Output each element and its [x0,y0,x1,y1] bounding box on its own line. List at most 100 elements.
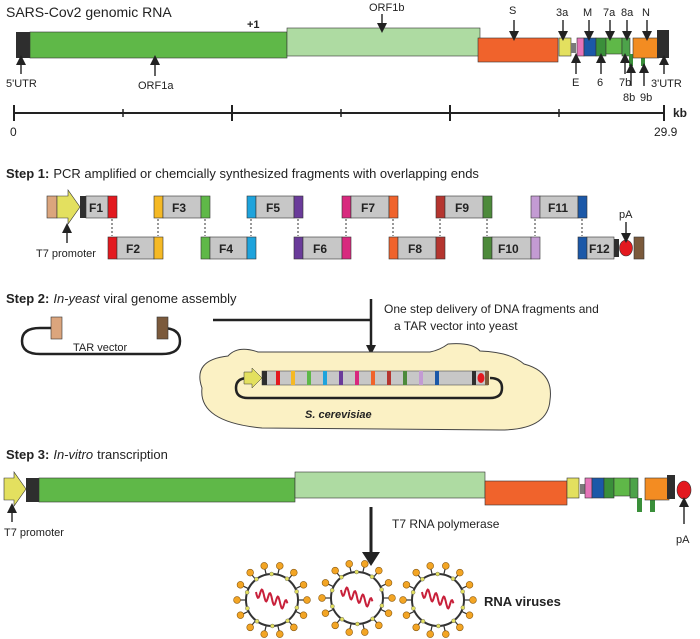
f10-overlap-right [530,236,541,260]
f6-overlap-left [293,236,304,260]
f6-overlap-right [341,236,352,260]
tar-overlap-right [633,236,645,260]
orf1a-label: ORF1a [138,80,174,92]
tar-vector-hook-right [156,316,169,340]
step3-m [591,477,605,499]
pa-label: pA [619,209,633,221]
step3-m-pink [584,477,593,499]
step3-utr3 [667,475,675,499]
orf1a-block [29,31,288,59]
orf7a-label: 7a [603,7,616,19]
t7-promoter-label: T7 promoter [36,248,96,260]
utr3-label: 3'UTR [651,78,682,90]
fragment-f11-label: F11 [548,201,568,215]
fragment-f5-label: F5 [266,201,280,215]
f5-overlap-left [246,195,257,219]
step3-orf9b [650,498,655,512]
delivery-text-1: One step delivery of DNA fragments and [384,302,599,316]
tar-vector-loop [20,326,182,356]
polymerase-arrow-head [362,552,380,566]
virus-particle-3 [399,562,477,638]
s-label: S [509,5,516,17]
e-label: E [572,77,579,89]
f2-overlap-right [153,236,164,260]
kb-scale: 0 29.9 kb [10,105,687,139]
fragment-f7-label: F7 [361,201,375,215]
utr3-block [657,30,669,58]
fragment-f8-label: F8 [408,242,422,256]
f7-overlap-right [388,195,399,219]
m-pink-block [576,37,585,57]
tar-vector-hook-left [50,316,63,340]
plus-one-label: +1 [247,19,260,31]
genome-title: SARS-Cov2 genomic RNA [6,4,172,20]
orf9b-label: 9b [640,92,652,104]
f11-overlap-right [577,195,588,219]
m-label: M [583,7,592,19]
fragment-f2-label: F2 [126,242,140,256]
overlap-connectors [111,219,583,236]
f12-utr-end [614,239,619,257]
tar-overlap-left [46,195,58,219]
f1-utr-end [80,196,86,218]
yeast-cell [199,343,551,431]
assembled-vector-loop [234,376,504,400]
f11-overlap-left [530,195,541,219]
f9-overlap-left [435,195,446,219]
f4-overlap-right [246,236,257,260]
f7-overlap-left [341,195,352,219]
m-block [583,37,597,57]
orf3a-block [558,37,572,57]
polymerase-label: T7 RNA polymerase [392,517,500,531]
orf8b-label: 8b [623,92,635,104]
fragment-f4-label: F4 [219,242,233,256]
f1-overlap [107,195,118,219]
orf1b-label: ORF1b [369,2,404,14]
orf3a-label: 3a [556,7,569,19]
step3-utr5 [26,478,39,502]
virus-particle-1 [233,562,311,638]
f8-overlap-left [388,236,399,260]
yeast-label: S. cerevisiae [305,409,372,421]
step3-n [644,477,670,501]
t7-promoter-step3 [3,471,27,507]
step3-orf1a [38,477,296,503]
f4-overlap-left [200,236,211,260]
step3-polya [676,480,692,500]
fragment-f12-label: F12 [589,242,610,256]
f3-overlap-left [153,195,164,219]
utr5-block [16,32,30,58]
n-label: N [642,7,650,19]
f10-overlap-left [482,236,493,260]
f3-overlap-right [200,195,211,219]
step3-pa-label: pA [676,534,690,546]
f8-overlap-right [435,236,446,260]
genome-section: SARS-Cov2 genomic RNA +1 ORF1b S 3a M 7a… [6,2,687,139]
fragment-f10-label: F10 [498,242,519,256]
fragment-f9-label: F9 [455,201,469,215]
rna-viruses-label: RNA viruses [484,594,561,609]
spike-block [477,37,559,63]
fragment-f6-label: F6 [313,242,327,256]
assembled-genome [243,367,489,389]
n-block [632,37,660,59]
f12-overlap-left [577,236,588,260]
step1-section: Step 1:PCR amplified or chemcially synth… [6,166,645,260]
step3-orf6 [603,477,615,499]
step3-orf8a [629,477,639,499]
scale-unit-label: kb [673,106,687,120]
orf9b-block [641,54,645,66]
orf6-block [595,37,607,57]
fragment-f1-label: F1 [89,201,103,215]
step3-orf7a [613,477,631,497]
fragment-f3-label: F3 [172,201,186,215]
scale-end-label: 29.9 [654,125,678,139]
step3-spike [484,480,568,506]
orf8b-block [629,54,633,66]
t7-promoter-arrow [56,189,81,225]
virus-particle-2 [318,560,396,636]
